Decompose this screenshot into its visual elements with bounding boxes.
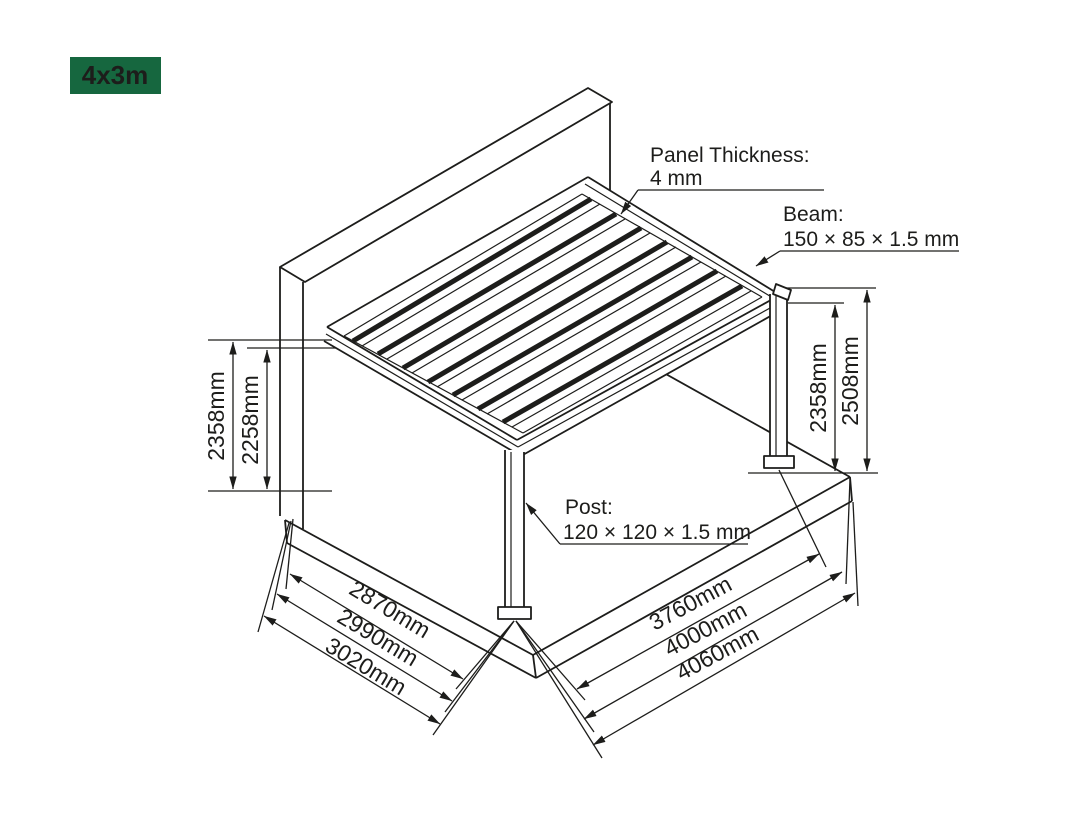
callout-post-value: 120 × 120 × 1.5 mm (563, 521, 751, 544)
dim-depth: 2870mm 2990mm 3020mm (257, 518, 515, 736)
callout-panel-title: Panel Thickness: (650, 144, 810, 167)
callout-panel-value: 4 mm (650, 167, 703, 190)
dim-label-right-inner: 2358mm (805, 343, 831, 432)
dim-label-left-outer: 2358mm (203, 371, 229, 460)
callout-panel: Panel Thickness: 4 mm (620, 144, 824, 215)
callout-beam: Beam: 150 × 85 × 1.5 mm (755, 203, 959, 267)
wall (279, 87, 613, 529)
dim-label-right-outer: 2508mm (837, 336, 863, 425)
front-left-post (497, 450, 532, 620)
size-badge: 4x3m (70, 57, 161, 94)
dim-label-left-inner: 2258mm (237, 375, 263, 464)
size-badge-label: 4x3m (82, 60, 149, 90)
dim-left-vertical: 2358mm 2258mm (203, 339, 336, 492)
roof-panels (351, 196, 752, 428)
roof (323, 176, 784, 457)
size-badge-background (70, 57, 161, 94)
callout-beam-value: 150 × 85 × 1.5 mm (783, 228, 959, 251)
dim-right-vertical: 2358mm 2508mm (748, 287, 878, 474)
callout-beam-title: Beam: (783, 203, 844, 226)
front-right-post (763, 283, 795, 469)
callout-post-title: Post: (565, 496, 613, 519)
callout-post: Post: 120 × 120 × 1.5 mm (525, 496, 751, 545)
